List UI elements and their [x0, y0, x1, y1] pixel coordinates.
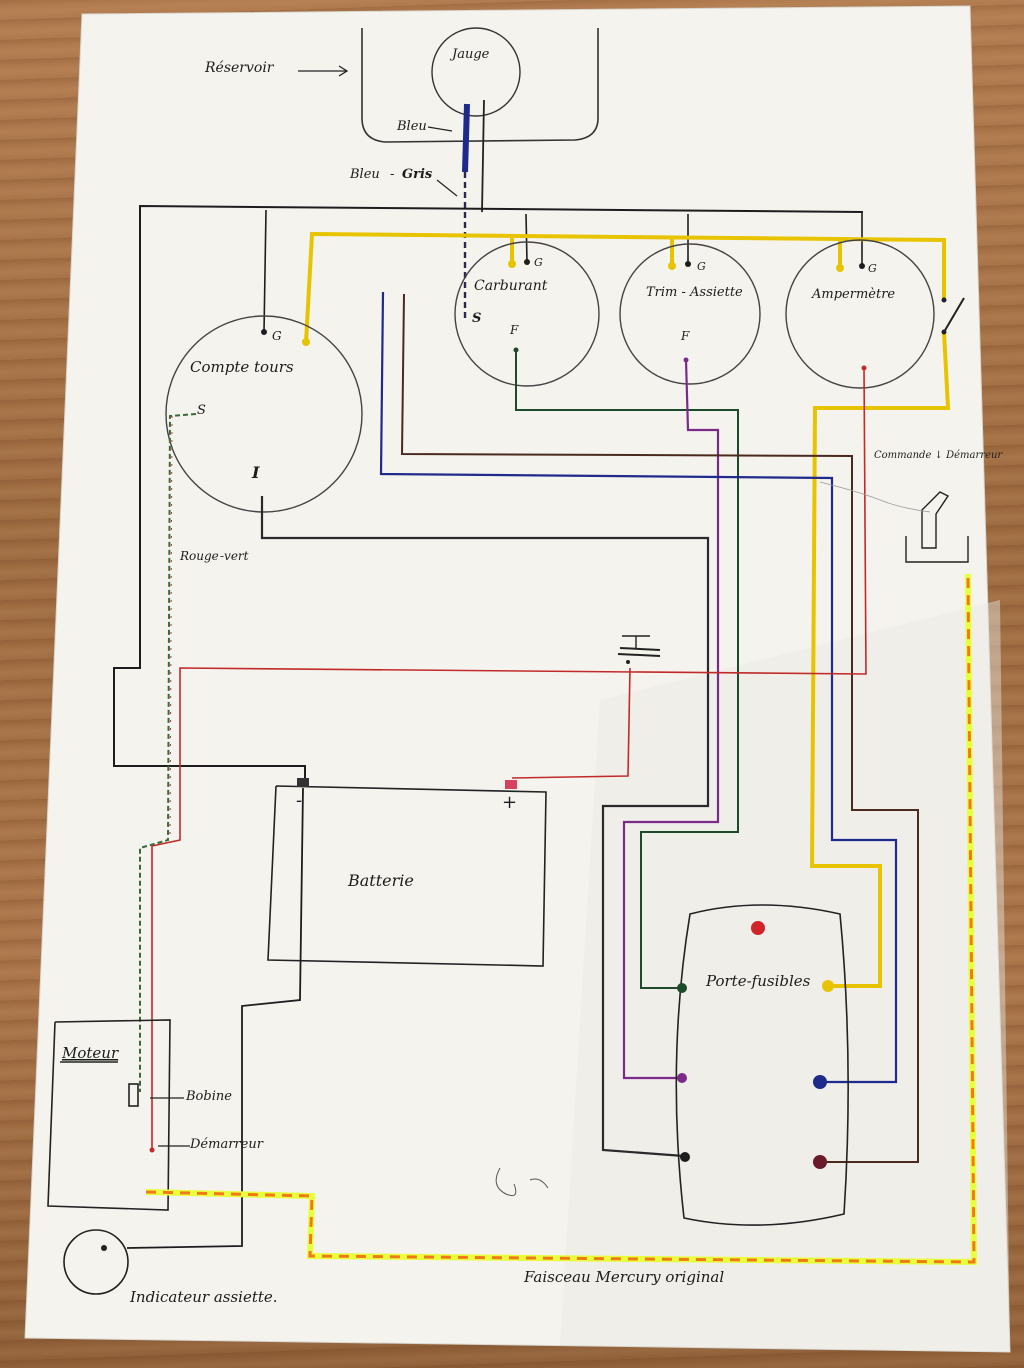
reservoir-arrow-head	[338, 65, 349, 77]
battery-minus: -	[296, 790, 302, 811]
faisceau-label: Faisceau Mercury original	[523, 1268, 724, 1286]
indicateur-assiette-label: Indicateur assiette.	[129, 1288, 278, 1306]
rouge-vert-label-a: Rouge	[179, 549, 219, 563]
jauge-label: Jauge	[449, 47, 490, 62]
carburant-f-label: F	[509, 323, 519, 337]
tank-outline	[361, 28, 599, 143]
paper-sheet	[24, 5, 1011, 1353]
bleu-gris-tick	[436, 179, 458, 197]
carburant-s-label: S	[472, 311, 481, 326]
wire-yellow-return	[809, 331, 951, 988]
trim-g-label: G	[697, 260, 706, 273]
carburant-g-label: G	[534, 256, 543, 269]
fuse-top-red	[751, 921, 765, 935]
wire-rouge-vert-red	[169, 415, 173, 841]
rouge-vert-label-b: -vert	[220, 549, 249, 563]
compte-tours-s-label: S	[197, 403, 206, 418]
battery-plus: +	[502, 792, 517, 813]
compte-tours-i-label: I	[251, 463, 260, 482]
moteur-box	[47, 1019, 171, 1211]
wire-bleu	[462, 103, 470, 173]
amperemetre-gauge	[785, 239, 935, 389]
indicateur-center	[101, 1245, 107, 1251]
fuse-box-label: Porte-fusibles	[705, 972, 811, 990]
wire-purple-trim	[622, 359, 720, 1080]
bleu-label: Bleu	[396, 119, 427, 134]
demarreur-label: Démarreur	[189, 1137, 264, 1152]
jauge-circle	[431, 27, 521, 117]
fuse-yellow	[822, 980, 834, 992]
paper-shadow	[560, 600, 1010, 1352]
push-button-symbol	[617, 635, 661, 664]
compte-tours-label: Compte tours	[190, 358, 294, 376]
starter-lever-icon	[905, 491, 969, 563]
wire-rouge-vert	[139, 413, 197, 1092]
fuse-brown	[813, 1155, 827, 1169]
bleu-label-tick	[427, 126, 453, 132]
bleu-gris-label-b: Gris	[402, 167, 433, 182]
carburant-label: Carburant	[474, 278, 548, 294]
jauge-ground-stub	[481, 99, 485, 213]
key-switch-contact-b	[941, 329, 947, 335]
wire-red-battery	[511, 667, 631, 779]
commande-demarreur-label: Commande ↓ Démarreur	[874, 450, 1003, 461]
trim-f-label: F	[680, 329, 690, 343]
pen-doodle	[495, 1167, 549, 1197]
wire-blue	[379, 291, 898, 1084]
wire-black-ignition	[260, 496, 710, 1158]
indicateur-assiette-icon	[63, 1229, 129, 1295]
carburant-yellow-terminal	[508, 260, 516, 268]
fuse-box	[675, 904, 849, 1226]
fuse-purple	[677, 1073, 687, 1083]
starter-thin-wire	[819, 481, 931, 513]
faisceau-mercury-dash	[145, 573, 976, 1264]
battery	[267, 778, 547, 967]
trim-gauge	[619, 243, 761, 385]
battery-label: Batterie	[347, 871, 414, 890]
bobine-icon	[128, 1083, 139, 1107]
carburant-g-terminal	[524, 259, 530, 265]
demarreur-terminal	[149, 1147, 155, 1153]
key-switch	[943, 297, 965, 333]
wire-black-battery-neg	[126, 787, 304, 1249]
fuse-green	[677, 983, 687, 993]
fuse-black	[680, 1152, 690, 1162]
amperemetre-label: Ampermètre	[811, 287, 895, 302]
wire-yellow-bus	[304, 231, 946, 343]
wire-green-fuel	[515, 350, 739, 989]
carburant-gauge	[454, 241, 600, 387]
moteur-label: Moteur	[61, 1044, 119, 1062]
key-switch-contact-a	[941, 297, 947, 303]
fuse-blue	[813, 1075, 827, 1089]
wire-red-amp	[151, 367, 867, 1150]
compte-tours-g-label: G	[272, 329, 282, 343]
bobine-label: Bobine	[185, 1089, 232, 1104]
wire-brown	[400, 293, 919, 1163]
reservoir-label: Réservoir	[204, 60, 275, 76]
bleu-gris-label-a: Bleu	[349, 167, 380, 182]
wire-ground-tach	[263, 209, 267, 333]
compte-tours-g-terminal	[261, 329, 267, 335]
amperemetre-g-terminal	[859, 263, 865, 269]
wire-ground-bus	[113, 204, 864, 782]
compte-tours-yellow-terminal	[302, 338, 310, 346]
trim-yellow-terminal	[668, 262, 676, 270]
amperemetre-yellow-terminal	[836, 264, 844, 272]
bleu-gris-label-sep: -	[390, 167, 394, 182]
compte-tours-gauge	[165, 315, 363, 513]
amperemetre-g-label: G	[868, 262, 877, 275]
trim-label: Trim - Assiette	[646, 285, 743, 300]
trim-g-terminal	[685, 261, 691, 267]
